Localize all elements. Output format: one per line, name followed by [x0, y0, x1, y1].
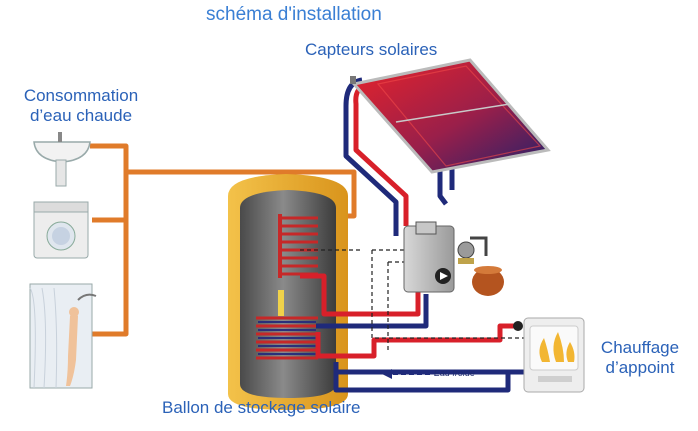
page-title: schéma d'installation: [206, 4, 382, 25]
solar-panel-icon: [350, 58, 551, 174]
flame-icon: [539, 332, 575, 362]
pump-station-icon: [403, 221, 475, 293]
washing-machine-icon: [33, 201, 89, 259]
boiler-icon: [513, 317, 585, 393]
solar-circuit: [300, 77, 528, 393]
hot-water-label-line2: d’eau chaude: [29, 105, 133, 125]
hot-water-label-line1: Consommation: [23, 86, 139, 105]
expansion-vessel-icon: [470, 236, 504, 296]
cold-water-arrow: [382, 369, 430, 379]
backup-heating-label: Chauffage d’appoint: [586, 338, 694, 377]
tank-label: Ballon de stockage solaire: [162, 398, 361, 417]
collectors-label: Capteurs solaires: [305, 40, 438, 59]
backup-heating-label-line1: Chauffage: [600, 338, 680, 357]
backup-heating-label-line2: d’appoint: [605, 357, 675, 377]
control-wires: [300, 249, 524, 352]
cold-water-label: Eau froide: [434, 368, 476, 378]
storage-tank: [228, 174, 348, 410]
washbasin-icon: [33, 132, 91, 187]
hot-water-label: Consommation d’eau chaude: [6, 86, 156, 125]
shower-icon: [29, 283, 97, 389]
